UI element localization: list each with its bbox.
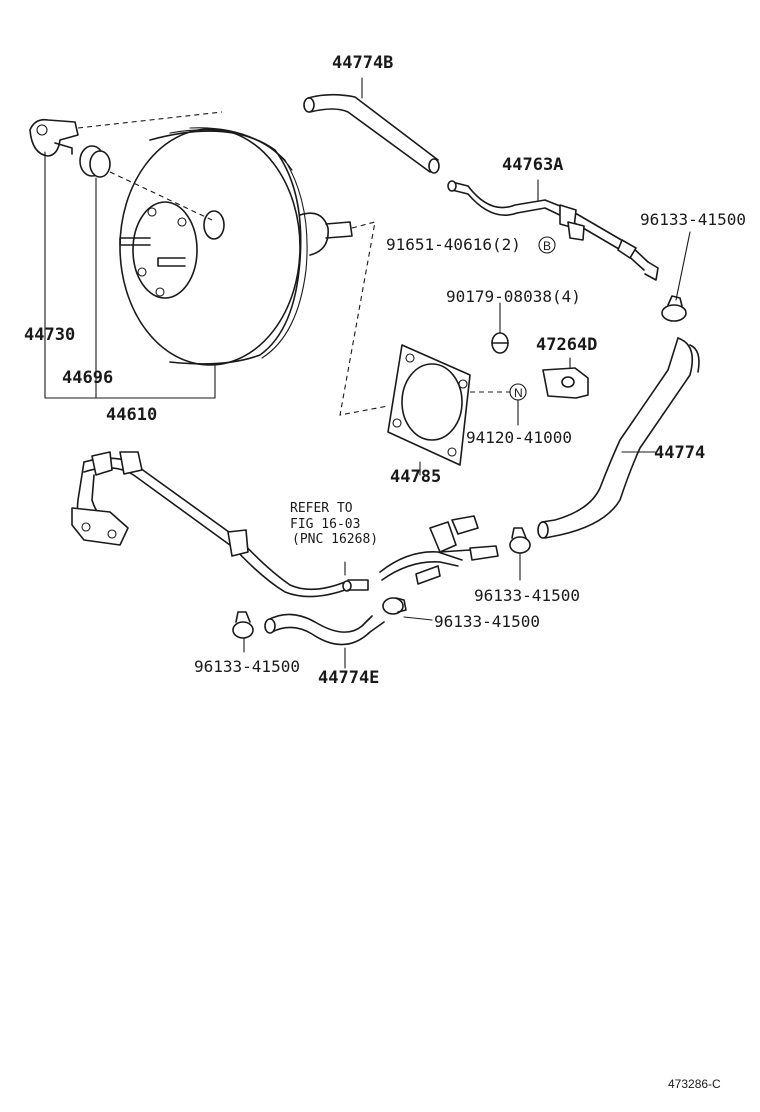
label-clamp-top-right: 96133-41500	[640, 210, 746, 229]
nut	[491, 302, 509, 354]
hose-clamp	[661, 231, 691, 322]
leader-dashed	[339, 221, 389, 416]
refer-line-2: FIG 16-03	[290, 517, 360, 532]
refer-line-1: REFER TO	[290, 501, 353, 516]
label-hose-44774: 44774	[654, 443, 705, 463]
hose-44774E	[264, 613, 385, 669]
label-44774B: 44774B	[332, 53, 393, 73]
pipe-44763A	[447, 179, 659, 281]
brake-booster	[119, 127, 353, 366]
label-44610: 44610	[106, 405, 157, 425]
leader-dashed	[109, 171, 213, 221]
symbol-b: B	[543, 239, 551, 253]
bracket	[542, 357, 589, 399]
hose-44774	[537, 337, 700, 539]
hose-clamp	[382, 597, 433, 621]
gasket	[387, 344, 510, 476]
bolt-symbol: B	[538, 236, 556, 254]
hose-clamp	[509, 527, 531, 581]
leader-dashed	[77, 111, 223, 129]
label-44763A: 44763A	[502, 155, 563, 175]
label-clamp-left: 96133-41500	[194, 657, 300, 676]
check-valve	[29, 118, 79, 157]
nut-symbol: N	[509, 383, 527, 426]
label-nut-94120: 94120-41000	[466, 428, 572, 447]
label-44696: 44696	[62, 368, 113, 388]
label-clamp-right: 96133-41500	[474, 586, 580, 605]
hose-clamp	[232, 611, 254, 653]
label-clamp-center: 96133-41500	[434, 612, 540, 631]
hose-44774B	[303, 77, 440, 174]
label-nut-90179: 90179-08038(4)	[446, 287, 581, 306]
label-gasket: 44785	[390, 467, 441, 487]
reference-code: 473286-C	[668, 1077, 721, 1091]
leader-line	[44, 151, 216, 399]
refer-line-3: (PNC 16268)	[292, 532, 378, 547]
symbol-n: N	[514, 386, 523, 400]
label-bracket: 47264D	[536, 335, 597, 355]
label-bolt: 91651-40616(2)	[386, 235, 521, 254]
vacuum-pipe	[71, 451, 369, 598]
grommet	[79, 145, 111, 178]
junction-pipe	[379, 515, 499, 585]
label-44730: 44730	[24, 325, 75, 345]
label-44774E: 44774E	[318, 668, 379, 688]
